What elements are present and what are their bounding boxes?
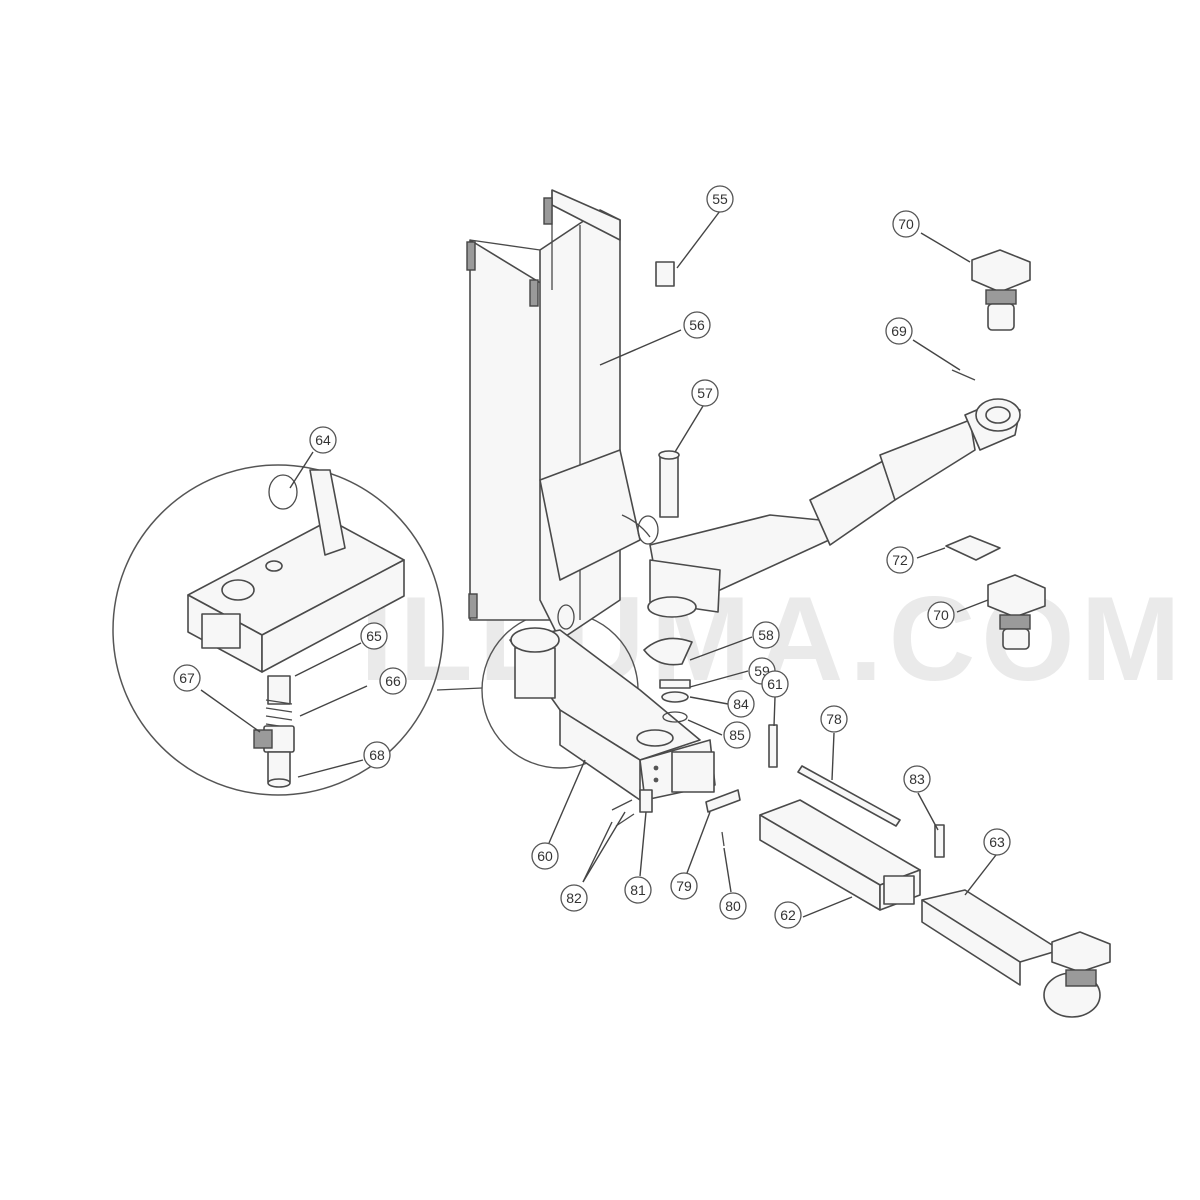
callout-82: 82 (560, 884, 588, 912)
long-arm-part (647, 398, 1021, 618)
extension-tube-part (759, 799, 921, 911)
lift-pad-upper (971, 249, 1031, 331)
callout-79: 79 (670, 872, 698, 900)
arm-extension-part (921, 889, 1101, 1018)
svg-text:61: 61 (767, 676, 783, 692)
svg-text:79: 79 (676, 878, 692, 894)
svg-text:60: 60 (537, 848, 553, 864)
callout-69: 69 (885, 317, 913, 345)
svg-text:83: 83 (909, 771, 925, 787)
svg-text:56: 56 (689, 317, 705, 333)
callout-65: 65 (360, 622, 388, 650)
callout-62: 62 (774, 901, 802, 929)
callout-58: 58 (752, 621, 780, 649)
callout-80: 80 (719, 892, 747, 920)
callout-72: 72 (886, 546, 914, 574)
svg-text:85: 85 (729, 727, 745, 743)
svg-text:80: 80 (725, 898, 741, 914)
svg-text:84: 84 (733, 696, 749, 712)
callout-84: 84 (727, 690, 755, 718)
callout-68: 68 (363, 741, 391, 769)
small-parts (611, 261, 976, 858)
svg-text:67: 67 (179, 670, 195, 686)
svg-text:63: 63 (989, 834, 1005, 850)
callout-70-lower: 70 (927, 601, 955, 629)
callout-83: 83 (903, 765, 931, 793)
svg-text:72: 72 (892, 552, 908, 568)
callout-bubbles: 55 56 57 58 59 60 61 62 63 64 65 66 67 6… (173, 185, 1011, 929)
callout-60: 60 (531, 842, 559, 870)
svg-text:70: 70 (898, 216, 914, 232)
svg-text:55: 55 (712, 191, 728, 207)
lift-pad-arm-end (1051, 931, 1111, 987)
rubber-pad (945, 535, 1001, 561)
svg-text:82: 82 (566, 890, 582, 906)
lift-pad-lower (987, 574, 1046, 650)
svg-text:81: 81 (630, 882, 646, 898)
callout-56: 56 (683, 311, 711, 339)
callout-67: 67 (173, 664, 201, 692)
callout-85: 85 (723, 721, 751, 749)
column-part (466, 189, 641, 641)
pin-part (557, 450, 680, 630)
callout-78: 78 (820, 705, 848, 733)
callout-81: 81 (624, 876, 652, 904)
callout-64: 64 (309, 426, 337, 454)
callout-63: 63 (983, 828, 1011, 856)
callout-66: 66 (379, 667, 407, 695)
svg-text:69: 69 (891, 323, 907, 339)
svg-text:66: 66 (385, 673, 401, 689)
svg-text:68: 68 (369, 747, 385, 763)
svg-text:62: 62 (780, 907, 796, 923)
svg-text:70: 70 (933, 607, 949, 623)
svg-text:78: 78 (826, 711, 842, 727)
svg-text:64: 64 (315, 432, 331, 448)
callout-70-upper: 70 (892, 210, 920, 238)
callout-61: 61 (761, 670, 789, 698)
svg-text:65: 65 (366, 628, 382, 644)
svg-text:58: 58 (758, 627, 774, 643)
leader-lines (200, 210, 997, 918)
callout-57: 57 (691, 379, 719, 407)
short-arm-base-part (509, 627, 716, 801)
callout-55: 55 (706, 185, 734, 213)
svg-text:57: 57 (697, 385, 713, 401)
